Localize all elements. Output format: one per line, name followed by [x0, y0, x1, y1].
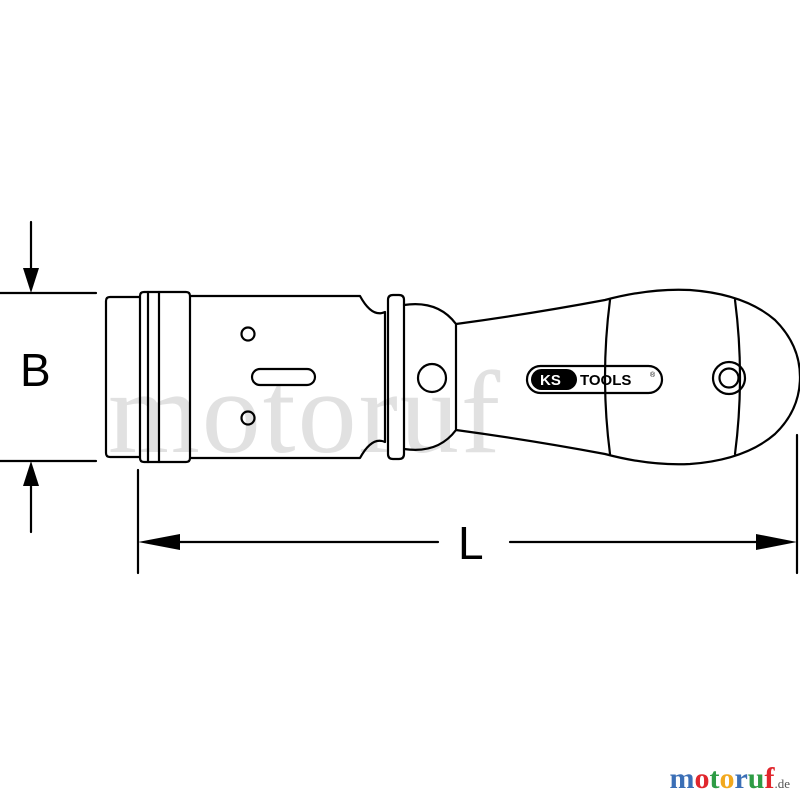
logo-tools-text: TOOLS — [580, 372, 631, 389]
neck-pin — [416, 362, 448, 394]
holder-hole-bottom — [240, 410, 256, 426]
ferrule-ring — [386, 293, 406, 461]
l-arrowhead-left — [138, 534, 180, 550]
footer-brand-letter: u — [747, 762, 765, 795]
b-arrowhead-bottom — [23, 461, 39, 486]
dimension-l-label: L — [458, 517, 484, 569]
footer-brand-logo: motoruf.de — [669, 762, 790, 796]
footer-brand-letter: o — [694, 762, 710, 795]
footer-brand-letter: m — [669, 762, 695, 795]
holder-hole-top — [240, 326, 256, 342]
dimension-b-label: B — [20, 344, 51, 396]
logo-registered-mark: ® — [650, 371, 656, 379]
footer-brand-suffix: .de — [774, 776, 790, 791]
end-cap-inner — [718, 367, 740, 389]
footer-brand-letter: f — [764, 762, 775, 795]
b-arrowhead-top — [23, 268, 39, 293]
grip-seam-right — [733, 298, 742, 456]
blade-tip — [104, 295, 142, 459]
handle-neck — [402, 303, 458, 451]
footer-brand-letters: motoruf — [669, 762, 774, 795]
holder-slot — [250, 367, 317, 387]
l-arrowhead-right — [756, 534, 797, 550]
blade-holder-body — [188, 294, 387, 460]
end-cap-outer — [711, 360, 747, 396]
footer-brand-letter: o — [719, 762, 735, 795]
handle-grip — [454, 288, 800, 466]
logo-ks-text: KS — [540, 372, 561, 389]
logo-ks-pill — [531, 369, 577, 390]
grip-seam-left — [603, 298, 612, 456]
footer-brand-letter: t — [709, 762, 720, 795]
footer-brand-letter: r — [734, 762, 748, 795]
logo-badge-outline — [525, 364, 664, 395]
